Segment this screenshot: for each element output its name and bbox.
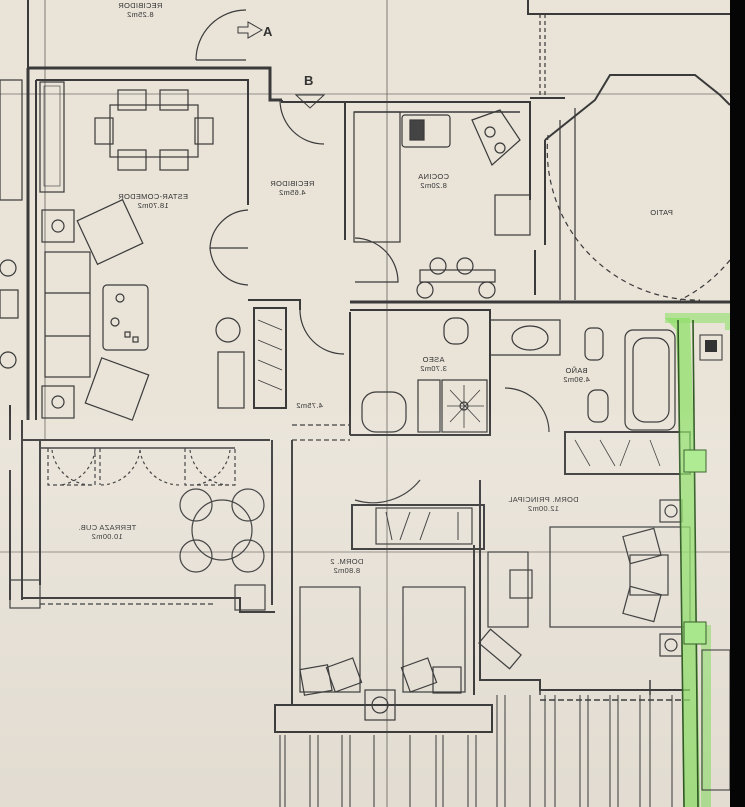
room-area: 8.20m2 — [420, 180, 447, 190]
room-label-aseo: ASEO 3.70m2 — [420, 355, 447, 373]
room-area: 3.70m2 — [420, 363, 447, 373]
highlighted-wall — [665, 313, 730, 807]
floor-plan-sheet: RECIBIDOR 8.25m2 ESTAR-COMEDOR 18.70m2 R… — [0, 0, 730, 807]
room-label-terraza: TERRAZA CUB. 10.00m2 — [78, 523, 136, 541]
room-area: 4.75m2 — [296, 401, 323, 410]
room-area: 12.00m2 — [527, 503, 559, 513]
room-label-patio: PATIO — [650, 208, 673, 218]
room-label-pasillo: 4.75m2 — [296, 401, 323, 411]
room-area: 8.80m2 — [333, 565, 361, 575]
room-label-recibidor: RECIBIDOR 4.65m2 — [270, 179, 314, 197]
room-area: 8.25m2 — [126, 9, 154, 19]
room-label-dorm-principal: DORM. PRINCIPAL 12.00m2 — [508, 495, 579, 513]
room-label-bano: BAÑO 4.90m2 — [563, 366, 590, 384]
floor-plan-drawing — [0, 0, 730, 807]
room-label-estar-comedor: ESTAR-COMEDOR 18.70m2 — [118, 192, 188, 210]
scan-black-border — [730, 0, 745, 807]
room-area: 10.00m2 — [91, 531, 123, 541]
room-label-cocina: COCINA 8.20m2 — [418, 172, 449, 190]
room-area: 4.90m2 — [563, 374, 590, 384]
room-name: PATIO — [650, 208, 673, 217]
room-area: 4.65m2 — [278, 187, 306, 197]
room-area: 18.70m2 — [137, 200, 169, 210]
entrance-marker-b: B — [304, 73, 314, 88]
room-label-dorm-2: DORM. 2 8.80m2 — [330, 557, 363, 575]
room-label-recibidor-top: RECIBIDOR 8.25m2 — [118, 1, 162, 19]
entrance-marker-a: A — [263, 24, 273, 39]
